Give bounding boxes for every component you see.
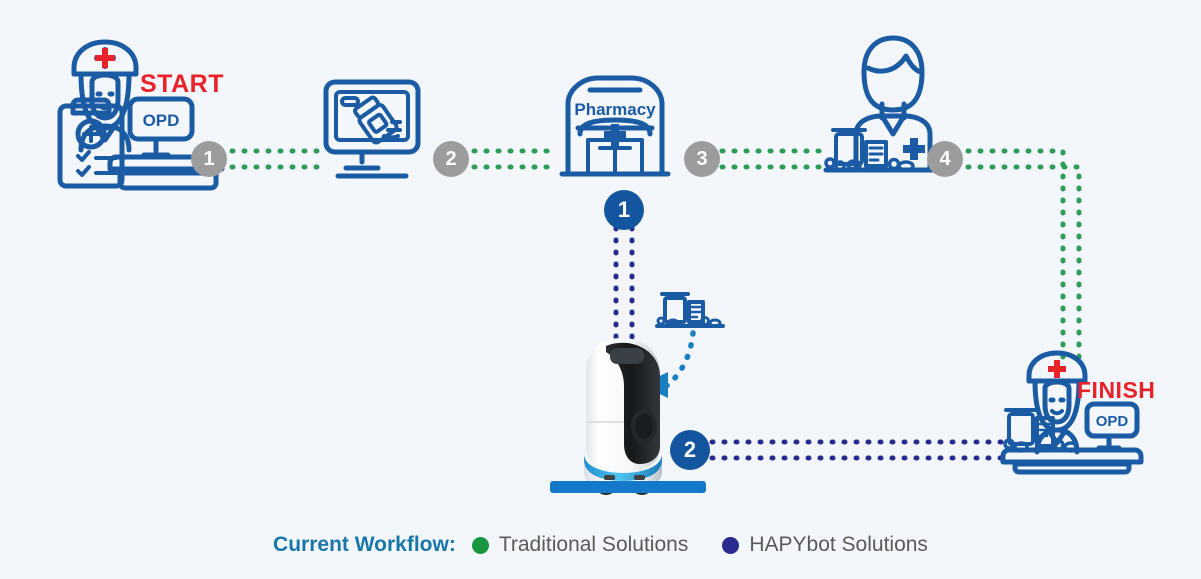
opd-monitor-label-finish: OPD: [1096, 413, 1129, 430]
hapybot-color-dot: [722, 536, 740, 554]
legend-label-hapybot: HAPYbot Solutions: [749, 533, 928, 556]
legend-label-traditional: Traditional Solutions: [498, 533, 689, 556]
step-badge-1[interactable]: 1: [191, 141, 227, 177]
pharmacist: [818, 30, 963, 180]
step-badge-3[interactable]: 3: [684, 141, 720, 177]
nurse-opd-finish: OPD: [1000, 348, 1144, 475]
green-path-4a: [965, 148, 1066, 363]
pharmacy-building: Pharmacy: [559, 72, 671, 184]
legend-item-hapybot: HAPYbot Solutions: [722, 533, 928, 557]
start-label: START: [140, 70, 224, 98]
legend: Current Workflow: Traditional Solutions …: [0, 533, 1201, 557]
hapybot-badge-2[interactable]: 2: [670, 430, 710, 470]
finish-label: FINISH: [1077, 377, 1156, 403]
traditional-color-dot: [471, 536, 489, 554]
green-path-4b: [965, 164, 1082, 363]
nurse-opd-start: [48, 28, 198, 189]
hapybot-badge-1[interactable]: 1: [604, 190, 644, 230]
step-badge-4[interactable]: 4: [927, 141, 963, 177]
legend-item-traditional: Traditional Solutions: [471, 533, 689, 557]
pharmacy-sign-label: Pharmacy: [574, 100, 656, 119]
delivery-robot[interactable]: [548, 330, 708, 495]
legend-title: Current Workflow:: [273, 533, 456, 556]
step-badge-2[interactable]: 2: [433, 141, 469, 177]
prescription-monitor: [322, 78, 422, 183]
medicine-tray: [653, 288, 727, 336]
opd-monitor-label-start: OPD: [143, 111, 180, 130]
robot-platform: [550, 481, 706, 493]
